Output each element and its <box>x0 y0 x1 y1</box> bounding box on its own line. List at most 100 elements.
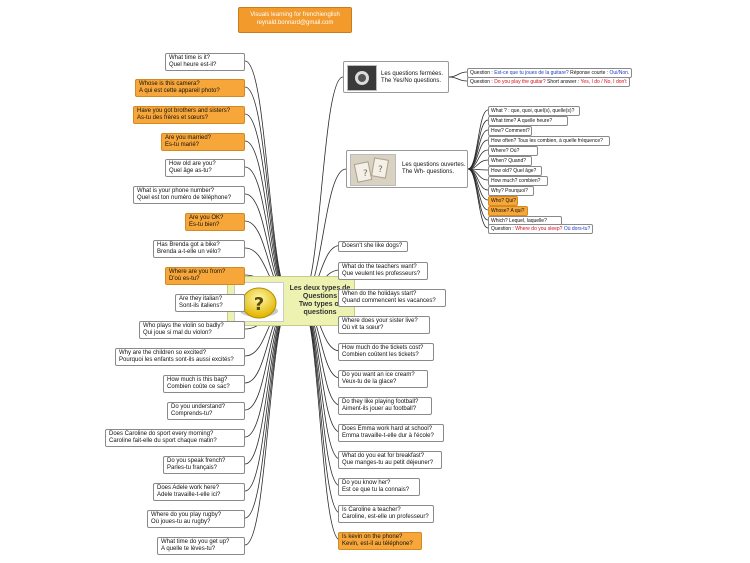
right-question-node[interactable]: Is kevin on the phone?Kevin, est-il au t… <box>338 532 422 550</box>
right-question-node[interactable]: Doesn't she like dogs? <box>338 241 408 252</box>
left-question-node[interactable]: Why are the children so excited?Pourquoi… <box>115 348 245 366</box>
right-question-node[interactable]: Where does your sister live?Où vit ta sœ… <box>338 316 430 334</box>
left-question-node-french: D'où es-tu? <box>169 276 200 282</box>
closed-example-2-prefix: Question : <box>470 79 495 85</box>
header-email: reynald.bonnard@gmail.com <box>256 20 334 26</box>
closed-example-question: Est-ce que tu joues de la guitare? <box>494 70 569 76</box>
left-question-node[interactable]: Do you understand?Comprends-tu? <box>167 402 245 420</box>
left-question-node[interactable]: Whose is this camera?A qui est cette app… <box>135 79 245 97</box>
svg-text:?: ? <box>254 294 264 315</box>
closed-questions-node[interactable]: Les questions fermées. The Yes/No questi… <box>343 61 449 93</box>
left-question-node[interactable]: How old are you?Quel âge as-tu? <box>165 159 245 177</box>
open-question-word-item[interactable]: Why? Pourquoi? <box>488 186 534 196</box>
left-question-node-french: Sont-ils italiens? <box>179 303 223 309</box>
right-question-node-french: Que veulent les professeurs? <box>342 271 421 277</box>
open-question-word-item[interactable]: Where? Où? <box>488 146 538 156</box>
left-question-node-english: Are they italian? <box>179 296 223 302</box>
central-topic[interactable]: ? Les deux types de Questions Two types … <box>227 276 355 326</box>
right-question-node-english: Do you know her? <box>342 480 391 486</box>
open-line-2: The Wh- questions. <box>402 169 455 175</box>
header-title: Visuals learning for frenchienglish <box>250 12 340 18</box>
left-question-node[interactable]: Do you speak french?Parles-tu français? <box>163 456 245 474</box>
closed-example-2-answer: Yes, I do / No, I don't <box>580 79 627 85</box>
left-question-node-english: Does Caroline do sport every morning? <box>109 431 214 437</box>
right-connector <box>299 299 341 541</box>
left-question-node-english: Whose is this camera? <box>139 81 200 87</box>
open-word-connector <box>467 168 489 221</box>
left-question-node-english: Why are the children so excited? <box>119 350 207 356</box>
left-question-node[interactable]: What time do you get up?A quelle te lève… <box>157 537 245 555</box>
open-question-word-item[interactable]: How old? Quel âge? <box>488 166 542 176</box>
open-word-connector <box>467 139 489 170</box>
right-question-node[interactable]: Do you want an ice cream?Veux-tu de la g… <box>338 370 428 388</box>
right-question-node-english: How much do the tickets cost? <box>342 345 424 351</box>
left-question-node[interactable]: Are you OK?Es-tu bien? <box>185 213 245 231</box>
open-question-word-item[interactable]: How often? Tous les combien, à quelle fr… <box>488 136 610 146</box>
question-signs-photo-icon: ? ? <box>350 154 396 186</box>
question-mark-icon: ? <box>234 282 284 322</box>
open-question-word-item[interactable]: How? Comment? <box>488 126 532 136</box>
right-connector <box>299 299 341 487</box>
right-question-node[interactable]: When do the holidays start?Quand commenc… <box>338 289 446 307</box>
left-question-node-french: A quelle te lèves-tu? <box>161 546 216 552</box>
open-question-word-item[interactable]: What time? A quelle heure? <box>488 116 568 126</box>
left-question-node-english: Where are you from? <box>169 269 226 275</box>
left-connector <box>244 299 293 546</box>
left-question-node-french: Comprends-tu? <box>171 411 213 417</box>
left-question-node[interactable]: Where do you play rugby?Où joues-tu au r… <box>147 510 245 528</box>
left-question-node-english: How old are you? <box>169 161 216 167</box>
open-question-word-item[interactable]: Who? Qui? <box>488 196 518 206</box>
left-question-node[interactable]: Have you got brothers and sisters?As-tu … <box>133 106 245 124</box>
left-question-node[interactable]: Who plays the violin so badly?Qui joue s… <box>139 321 245 339</box>
right-question-node-english: Doesn't she like dogs? <box>342 243 403 249</box>
left-question-node[interactable]: What time is it?Quel heure est-il? <box>165 53 245 71</box>
left-question-node[interactable]: What is your phone number?Quel est ton n… <box>133 186 245 204</box>
left-question-node[interactable]: Are you married?Es-tu marié? <box>161 133 245 151</box>
center-line-1: Les deux types de <box>289 285 351 292</box>
left-question-node[interactable]: Are they italian?Sont-ils italiens? <box>175 294 245 312</box>
left-question-node[interactable]: Does Adele work here?Adele travaille-t-e… <box>153 483 245 501</box>
right-question-node-english: Do they like playing football? <box>342 399 419 405</box>
open-question-word-item[interactable]: When? Quand? <box>488 156 532 166</box>
closed-example-2-node[interactable]: Question : Do you play the guitar? Short… <box>467 77 630 87</box>
left-question-node-french: Quel heure est-il? <box>169 62 217 68</box>
right-question-node[interactable]: Does Emma work hard at school?Emma trava… <box>338 424 444 442</box>
open-example-node[interactable]: Question : Where do you sleep? Où dors-t… <box>488 224 594 234</box>
open-question-word-item[interactable]: Whose? A qui? <box>488 206 528 216</box>
right-question-node[interactable]: What do you eat for breakfast?Que manges… <box>338 451 442 469</box>
right-question-node-english: Where does your sister live? <box>342 318 418 324</box>
left-question-node-english: Are you married? <box>165 135 212 141</box>
right-question-node-french: Caroline, est-elle un professeur? <box>342 514 429 520</box>
left-question-node-french: Es-tu marié? <box>165 142 200 148</box>
closed-line-2: The Yes/No questions. <box>381 78 442 84</box>
left-question-node-english: Have you got brothers and sisters? <box>137 108 231 114</box>
left-connector <box>244 299 293 519</box>
open-questions-node[interactable]: ? ? Les questions ouvertes. The Wh- ques… <box>346 150 468 188</box>
right-question-node[interactable]: Is Caroline a teacher?Caroline, est-elle… <box>338 505 434 523</box>
left-question-node-english: What time do you get up? <box>161 539 230 545</box>
left-question-node[interactable]: How much is this bag?Combien coûte ce sa… <box>163 375 245 393</box>
left-question-node[interactable]: Has Brenda got a bike?Brenda a-t-elle un… <box>153 240 245 258</box>
left-question-node-french: Quel est ton numéro de téléphone? <box>137 195 232 201</box>
left-question-node[interactable]: Does Caroline do sport every morning?Car… <box>105 429 245 447</box>
right-question-node[interactable]: How much do the tickets cost?Combien coû… <box>338 343 434 361</box>
left-connector <box>244 60 293 301</box>
right-question-node[interactable]: Do they like playing football?Aiment-ils… <box>338 397 432 415</box>
right-question-node-french: Kevin, est-il au téléphone? <box>342 541 413 547</box>
right-question-node[interactable]: Do you know her?Est ce que tu la connais… <box>338 478 420 496</box>
open-question-word-item[interactable]: What ? : que, quoi, quel(s), quelle(s)? <box>488 106 580 116</box>
left-question-node-french: Pourquoi les enfants sont-ils aussi exci… <box>119 357 234 363</box>
center-line-3: Two types of <box>298 301 342 308</box>
open-example-question: Where do you sleep? <box>515 226 563 232</box>
left-question-node-french: Parles-tu français? <box>167 465 218 471</box>
closed-example-2-connector <box>448 76 468 82</box>
open-question-word-item[interactable]: How much? combien? <box>488 176 548 186</box>
left-question-node-french: Es-tu bien? <box>189 222 220 228</box>
left-connector <box>244 86 293 301</box>
closed-branch-connector <box>299 76 344 301</box>
center-line-2: Questions <box>302 293 338 300</box>
left-question-node[interactable]: Where are you from?D'où es-tu? <box>165 267 245 285</box>
left-question-node-french: Adele travaille-t-elle ici? <box>157 492 221 498</box>
right-question-node[interactable]: What do the teachers want?Que veulent le… <box>338 262 428 280</box>
left-question-node-english: Who plays the violin so badly? <box>143 323 224 329</box>
